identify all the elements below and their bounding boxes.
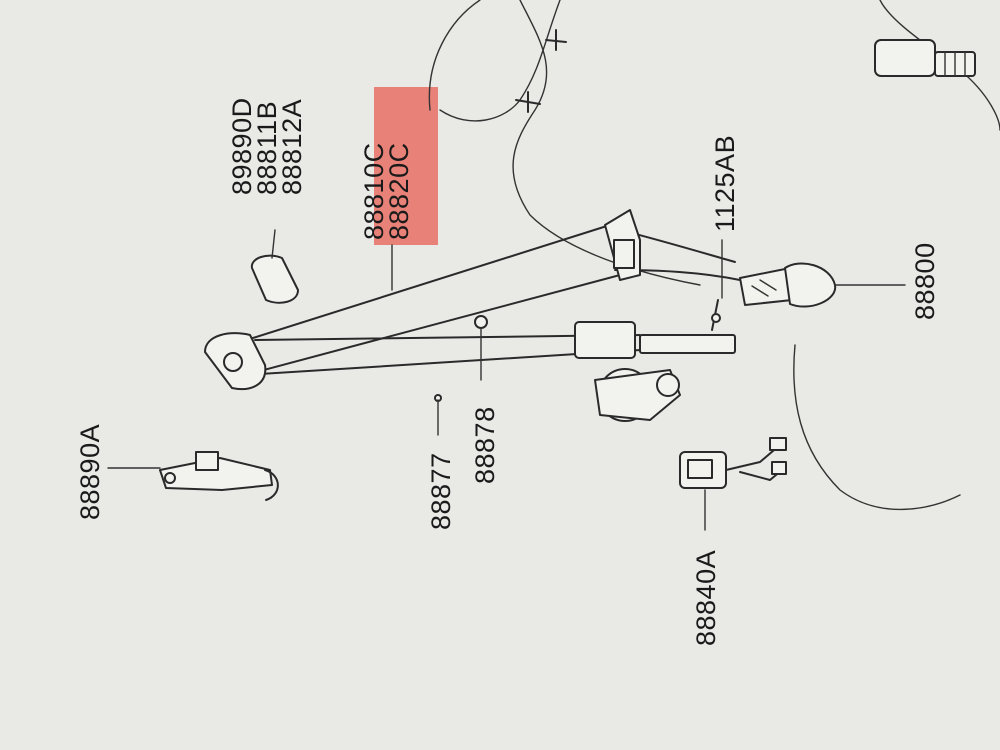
ring-88878 <box>474 315 488 329</box>
belt-webbing-upper <box>214 224 621 376</box>
label-88840A: 88840A <box>691 549 721 646</box>
label-stack-88810C: 88810C 88820C <box>359 142 414 240</box>
lower-buckle <box>679 437 787 489</box>
trim-outline-top <box>428 0 561 122</box>
label-88800: 88800 <box>910 242 940 320</box>
trim-outline-lower <box>793 344 961 511</box>
anchor-pin-upper <box>515 91 541 113</box>
buckle-tongue <box>739 262 837 308</box>
part-highlight-box <box>374 87 438 245</box>
bolt-1125AB <box>711 299 721 331</box>
cover-cap <box>250 254 299 304</box>
label-88812A: 88812A <box>277 98 307 195</box>
retractor-assembly <box>574 321 736 422</box>
d-ring-anchor <box>204 332 267 390</box>
height-adjuster <box>604 209 641 281</box>
anchor-pin-lower <box>545 29 567 51</box>
label-88877: 88877 <box>426 452 456 530</box>
anchor-88890A <box>159 451 279 501</box>
label-88890A: 88890A <box>75 423 105 520</box>
trim-outline-upper <box>512 0 701 286</box>
label-1125AB: 1125AB <box>710 134 740 232</box>
label-88820C: 88820C <box>384 142 414 240</box>
connector-top-right <box>874 39 976 77</box>
label-stack-89890D: 89890D 88811B 88812A <box>227 97 307 195</box>
label-88878: 88878 <box>470 406 500 484</box>
